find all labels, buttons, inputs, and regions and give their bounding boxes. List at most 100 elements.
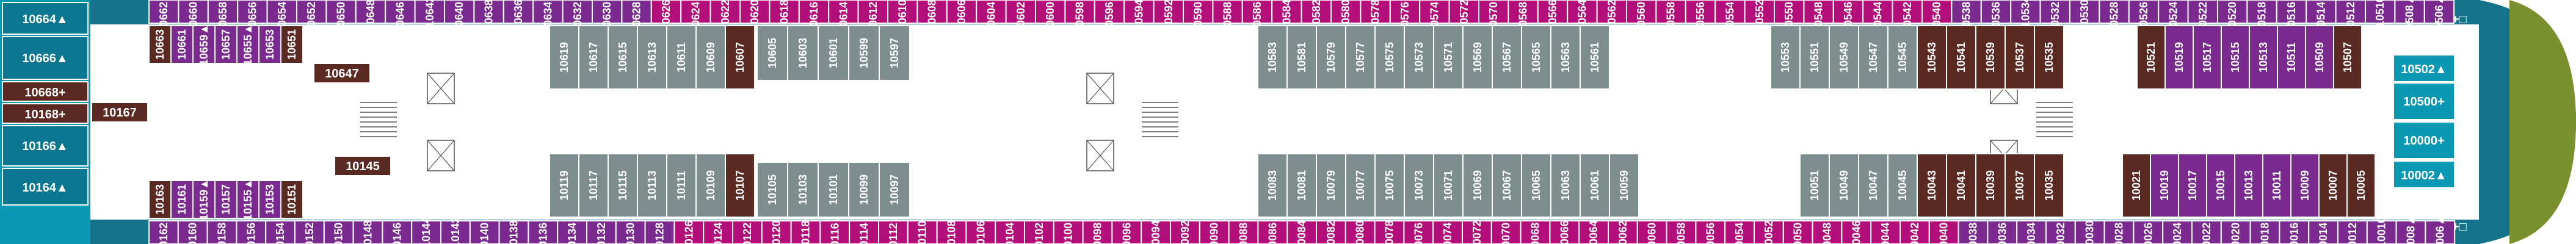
cabin-10064[interactable]: 10064+ [1578,214,1609,244]
cabin-10016[interactable]: 10016▲ [2279,212,2310,244]
cabin-10655[interactable]: 10655▲ [236,24,259,65]
cabin-10049[interactable]: 10049 [1829,153,1859,218]
cabin-10656[interactable]: 10656▲ [237,0,268,32]
cabin-10580[interactable]: 10580+ [1330,0,1362,30]
cabin-10019[interactable]: 10019 [2150,153,2179,218]
cabin-10515[interactable]: 10515 [2221,25,2250,90]
cabin-10030[interactable]: 10030+ [2074,214,2105,244]
cabin-10163[interactable]: 10163 [148,180,172,219]
cabin-10564[interactable]: 10564+ [1567,0,1598,30]
room-10145[interactable]: 10145 [334,156,391,176]
cabin-10581[interactable]: 10581 [1286,25,1317,90]
cabin-10008[interactable]: 10008▲□ [2395,209,2426,244]
cabin-10020[interactable]: 10020▲ [2220,212,2251,244]
cabin-10142[interactable]: 10142 [440,217,471,244]
cabin-10568[interactable]: 10568▲ [1508,0,1539,32]
cabin-10630[interactable]: 10630▲ [592,0,623,32]
cabin-10624[interactable]: 10624▲ [680,0,711,32]
cabin-10037[interactable]: 10037 [2005,153,2035,218]
cabin-10601[interactable]: 10601 [818,25,849,81]
cabin-10613[interactable]: 10613 [637,25,667,90]
cabin-10512[interactable]: 10512▲ [2335,0,2367,32]
cabin-10663[interactable]: 10663 [148,25,172,64]
cabin-10654[interactable]: 10654▲ [266,0,298,32]
cabin-10524[interactable]: 10524▲ [2158,0,2189,32]
cabin-10577[interactable]: 10577 [1345,25,1376,90]
cabin-10010[interactable]: 10010 [2366,217,2397,244]
cabin-10596[interactable]: 10596▲ [1094,0,1125,32]
cabin-10542[interactable]: 10542▲ [1892,0,1923,32]
cabin-10157[interactable]: 10157 [214,180,238,219]
bow-cabin-10502[interactable] [2393,54,2455,82]
cabin-10634[interactable]: 10634▲ [532,0,564,32]
cabin-10661[interactable]: 10661 [170,25,194,64]
cabin-10547[interactable]: 10547 [1858,25,1888,90]
cabin-10050[interactable]: 10050▲ [1782,212,1813,244]
cabin-10032[interactable]: 10032▲ [2045,212,2076,244]
cabin-10536[interactable]: 10536▲ [1980,0,2012,32]
cabin-10144[interactable]: 10144 [411,217,442,244]
cabin-10066[interactable]: 10066+ [1549,214,1580,244]
cabin-10106[interactable]: 10106+ [965,214,996,244]
cabin-10119[interactable]: 10119 [549,153,579,218]
cabin-10159[interactable]: 10159▲ [192,179,216,220]
cabin-10044[interactable]: 10044▲ [1870,212,1901,244]
cabin-10072[interactable]: 10072+ [1462,214,1492,244]
cabin-10598[interactable]: 10598▲ [1064,0,1095,32]
cabin-10101[interactable]: 10101 [818,162,849,218]
cabin-10075[interactable]: 10075 [1374,153,1405,218]
cabin-10560[interactable]: 10560▲ [1626,0,1657,32]
cabin-10658[interactable]: 10658▲ [207,0,239,32]
cabin-10606[interactable]: 10606+ [946,0,978,30]
cabin-10506[interactable]: 10506▲□ [2423,0,2455,35]
stern-cabin-10164[interactable] [2,168,89,206]
cabin-10132[interactable]: 10132▲ [586,212,617,244]
cabin-10534[interactable]: 10534 [2010,0,2041,27]
cabin-10094[interactable]: 10094+ [1141,214,1171,244]
cabin-10566[interactable]: 10566+ [1537,0,1569,30]
cabin-10116[interactable]: 10116▲ [819,212,851,244]
cabin-10026[interactable]: 10026▲ [2133,212,2164,244]
cabin-10061[interactable]: 10061 [1580,153,1610,218]
cabin-10155[interactable]: 10155▲ [236,179,259,220]
bow-cabin-10500[interactable] [2393,82,2455,120]
cabin-10013[interactable]: 10013 [2234,153,2263,218]
cabin-10080[interactable]: 10080+ [1344,214,1376,244]
cabin-10556[interactable]: 10556▲ [1685,0,1716,32]
cabin-10562[interactable]: 10562+ [1596,0,1628,30]
cabin-10509[interactable]: 10509 [2305,25,2334,90]
cabin-10551[interactable]: 10551 [1799,25,1830,90]
cabin-10096[interactable]: 10096▲ [1111,212,1142,244]
cabin-10599[interactable]: 10599 [848,25,880,81]
cabin-10616[interactable]: 10616▲ [798,0,830,32]
cabin-10081[interactable]: 10081 [1286,153,1317,218]
cabin-10105[interactable]: 10105 [756,162,788,218]
cabin-10572[interactable]: 10572+ [1448,0,1480,30]
bow-cabin-10002[interactable] [2393,160,2455,188]
cabin-10516[interactable]: 10516▲ [2276,0,2307,32]
cabin-10097[interactable]: 10097 [879,162,910,218]
cabin-10650[interactable]: 10650▲ [325,0,357,32]
cabin-10588[interactable]: 10588▲ [1212,0,1243,32]
cabin-10084[interactable]: 10084+ [1286,214,1317,244]
cabin-10076[interactable]: 10076▲ [1403,212,1434,244]
cabin-10068[interactable]: 10068▲ [1520,212,1551,244]
cabin-10603[interactable]: 10603 [787,25,819,81]
cabin-10610[interactable]: 10610+ [887,0,918,30]
cabin-10107[interactable]: 10107 [725,153,755,218]
cabin-10156[interactable]: 10156▲ [236,212,267,244]
cabin-10048[interactable]: 10048▲ [1812,212,1843,244]
cabin-10046[interactable]: 10046+ [1841,214,1872,244]
cabin-10597[interactable]: 10597 [879,25,910,81]
cabin-10109[interactable]: 10109 [695,153,726,218]
cabin-10535[interactable]: 10535 [2034,25,2064,90]
cabin-10553[interactable]: 10553 [1770,25,1801,90]
cabin-10579[interactable]: 10579 [1316,25,1346,90]
stern-cabin-10166[interactable] [2,125,89,167]
cabin-10104[interactable]: 10104▲ [995,212,1025,244]
cabin-10520[interactable]: 10520▲ [2217,0,2248,32]
cabin-10530[interactable]: 10530+ [2069,0,2100,30]
cabin-10592[interactable]: 10592+ [1153,0,1184,30]
cabin-10576[interactable]: 10576▲ [1389,0,1421,32]
cabin-10548[interactable]: 10548▲ [1803,0,1834,32]
